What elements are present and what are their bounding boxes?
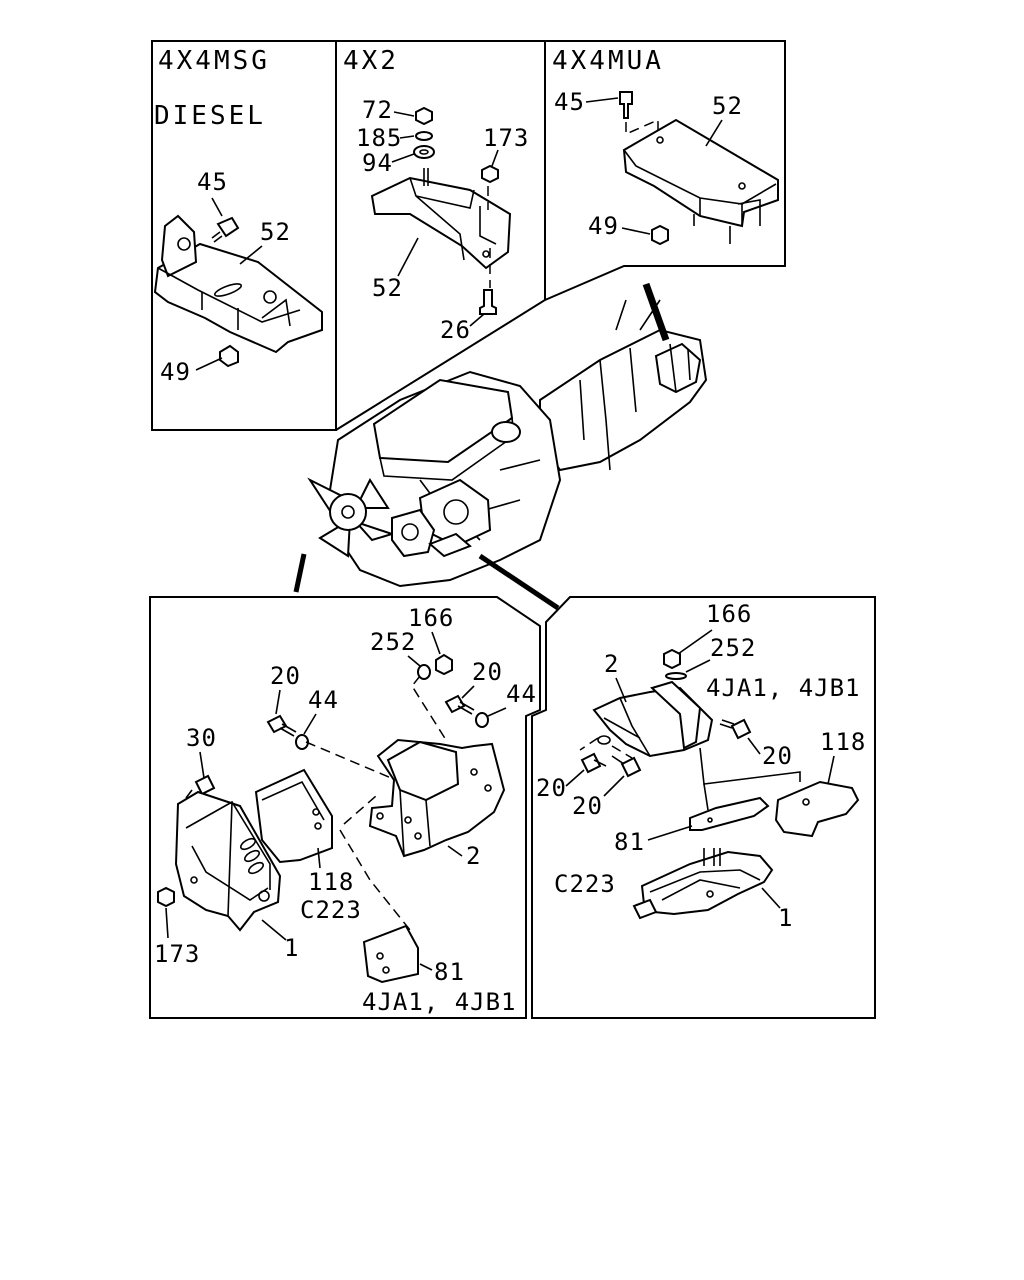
engine-bracket-2 (368, 738, 506, 858)
code-c223: C223 (300, 896, 362, 924)
bolt-26 (479, 289, 497, 315)
nut-49 (219, 344, 239, 368)
panel-header: 4X4MSG (158, 46, 270, 76)
engine-transmission-assembly (307, 299, 708, 588)
callout-166: 166 (408, 604, 454, 632)
mount-bracket-52 (622, 118, 779, 244)
nut-173 (481, 164, 499, 184)
callout-20b: 20 (536, 774, 567, 802)
code-c223: C223 (554, 870, 616, 898)
washer-252 (665, 672, 687, 680)
rubber-mount-1 (632, 848, 774, 920)
panel-bottom-right: 166 252 4JA1, 4JB1 2 20 118 20 20 81 C22… (531, 596, 876, 1019)
pointer-to-top-panels (642, 282, 670, 342)
washer-252 (417, 664, 431, 680)
panel-4x4msg-diesel: 4X4MSG DIESEL 45 52 49 (151, 40, 337, 431)
callout-94: 94 (362, 149, 393, 177)
callout-252: 252 (710, 634, 756, 662)
mount-bracket-52 (370, 168, 512, 270)
callout-81: 81 (434, 958, 465, 986)
callout-26: 26 (440, 316, 471, 344)
callout-45: 45 (554, 88, 585, 116)
panel-4x4mua: 4X4MUA 45 52 49 (544, 40, 786, 301)
callout-118: 118 (308, 868, 354, 896)
washer-44-a (295, 734, 309, 750)
engine-note: 4JA1, 4JB1 (362, 988, 517, 1016)
panel-4x2: 4X2 72 185 94 173 (335, 40, 546, 431)
heat-shield-81 (689, 796, 770, 831)
rubber-mount-1 (174, 790, 282, 932)
callout-20a: 20 (270, 662, 301, 690)
callout-52: 52 (260, 218, 291, 246)
bolt-45 (619, 91, 633, 119)
panel-subheader: DIESEL (154, 101, 266, 131)
engine-note: 4JA1, 4JB1 (706, 674, 861, 702)
heat-shield-81 (362, 924, 419, 984)
callout-166: 166 (706, 600, 752, 628)
bolt-20-a (719, 718, 752, 740)
mount-bracket-52 (153, 214, 323, 354)
callout-49: 49 (160, 358, 191, 386)
callout-20a: 20 (762, 742, 793, 770)
callout-44b: 44 (506, 680, 537, 708)
pointer-to-left-panel (293, 553, 307, 593)
nut-49 (651, 224, 669, 246)
callout-52: 52 (372, 274, 403, 302)
nut-166 (663, 648, 681, 670)
bolt-20-a (266, 714, 297, 737)
callout-52: 52 (712, 92, 743, 120)
callout-173: 173 (154, 940, 200, 968)
callout-118: 118 (820, 728, 866, 756)
heat-shield-118 (774, 780, 860, 838)
callout-45: 45 (197, 168, 228, 196)
engine-bracket-2 (592, 680, 714, 758)
callout-1: 1 (778, 904, 793, 932)
callout-1: 1 (284, 934, 299, 962)
callout-2: 2 (604, 650, 619, 678)
nut-166 (435, 653, 453, 676)
nut-173 (157, 886, 175, 908)
panel-header: 4X4MUA (552, 46, 664, 76)
callout-173: 173 (483, 124, 529, 152)
cooling-fan (307, 477, 396, 558)
washer-185 (415, 131, 433, 141)
nut-72 (415, 106, 433, 126)
bolt-20-b (580, 752, 607, 774)
heat-shield-118 (254, 768, 333, 864)
panel-header: 4X2 (343, 46, 399, 76)
callout-30: 30 (186, 724, 217, 752)
bolt-45 (211, 216, 240, 243)
callout-81: 81 (614, 828, 645, 856)
callout-49: 49 (588, 212, 619, 240)
washer-94 (413, 145, 435, 159)
callout-72: 72 (362, 96, 393, 124)
callout-20b: 20 (472, 658, 503, 686)
callout-185: 185 (356, 124, 402, 152)
callout-44a: 44 (308, 686, 339, 714)
bolt-20-b (444, 694, 475, 715)
bolt-20-c (611, 755, 642, 778)
washer-44-b (475, 712, 489, 728)
callout-20c: 20 (572, 792, 603, 820)
callout-252: 252 (370, 628, 416, 656)
callout-2: 2 (466, 842, 481, 870)
pointer-to-right-panel (478, 553, 560, 611)
panel-bottom-left: 166 252 20 44 20 44 30 118 C223 2 173 1 … (149, 596, 541, 1019)
